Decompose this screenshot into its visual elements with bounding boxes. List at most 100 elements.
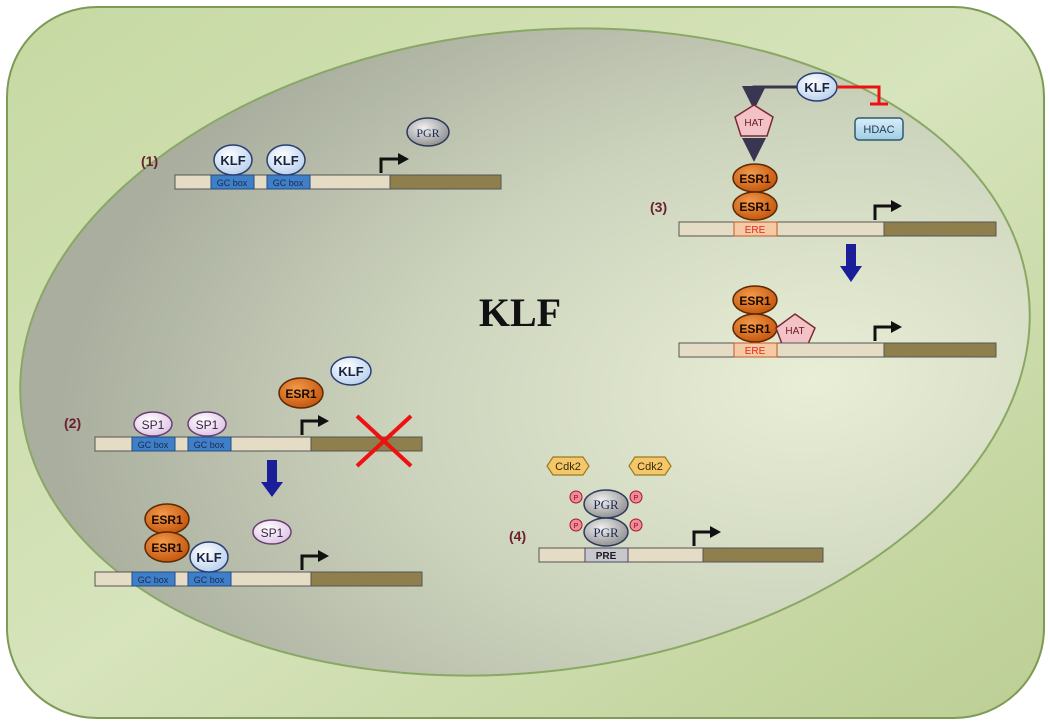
- arrowhead: [891, 200, 902, 212]
- arrowhead: [318, 550, 329, 562]
- dna-promoter: [678, 221, 885, 237]
- phosphate-icon: [629, 490, 643, 504]
- dna-gene: [310, 436, 423, 452]
- panel-2: (2) GC box GC box SP1 SP1 ESR1 KLF GC bo…: [64, 356, 423, 587]
- sp1-label: SP1: [142, 418, 165, 432]
- klf-label: KLF: [804, 80, 829, 95]
- dna-gene: [389, 174, 502, 190]
- dna-gene: [883, 221, 997, 237]
- esr1-label: ESR1: [739, 322, 771, 336]
- klf-protein: [189, 541, 229, 573]
- gc-box-label: GC box: [138, 440, 169, 450]
- sp1-label: SP1: [261, 526, 284, 540]
- arrowhead: [891, 321, 902, 333]
- gc-box: [131, 436, 176, 452]
- pre-label: PRE: [596, 551, 617, 562]
- panel-1-label: (1): [141, 153, 158, 169]
- panel-4: (4) Cdk2 Cdk2 PGR PGR P P P P PRE: [509, 456, 824, 563]
- pgr-label: PGR: [593, 497, 619, 512]
- hat-label: HAT: [785, 326, 804, 337]
- gc-box-label: GC box: [194, 575, 225, 585]
- ere-element: [733, 221, 778, 237]
- klf-label: KLF: [273, 153, 298, 168]
- gc-box-label: GC box: [217, 178, 248, 188]
- ere-element: [733, 342, 778, 358]
- inhibition-cross-icon: [355, 414, 413, 468]
- esr1-label: ESR1: [285, 387, 317, 401]
- transcription-start-arrow: [873, 204, 893, 220]
- pgr-label: PGR: [593, 525, 619, 540]
- panel-4-label: (4): [509, 528, 526, 544]
- panel-1: (1) GC box GC box KLF KLF PGR: [141, 117, 502, 190]
- esr1-label: ESR1: [151, 513, 183, 527]
- phosphate-label: P: [634, 495, 639, 502]
- esr1-protein: [144, 531, 190, 563]
- dna-gene: [310, 571, 423, 587]
- panel-2-label: (2): [64, 415, 81, 431]
- klf-label: KLF: [220, 153, 245, 168]
- hat-protein: [734, 104, 774, 137]
- phosphate-label: P: [574, 523, 579, 530]
- down-arrow-icon: [261, 482, 283, 497]
- klf-label: KLF: [338, 364, 363, 379]
- transcription-start-arrow: [692, 530, 712, 546]
- dna-gene: [702, 547, 824, 563]
- dna-gene: [883, 342, 997, 358]
- gc-box: [131, 571, 176, 587]
- hat-label: HAT: [744, 118, 763, 129]
- pgr-label: PGR: [416, 126, 439, 140]
- arrowhead: [318, 415, 329, 427]
- pgr-protein: [583, 517, 629, 547]
- gc-box-label: GC box: [138, 575, 169, 585]
- sp1-protein: [252, 519, 292, 545]
- sp1-label: SP1: [196, 418, 219, 432]
- transcription-start-arrow: [379, 157, 400, 173]
- sp1-protein: [133, 411, 173, 437]
- cdk2-label: Cdk2: [555, 461, 581, 473]
- klf-protein: [266, 144, 306, 176]
- diagram-title: KLF: [479, 290, 561, 335]
- pgr-protein: [406, 117, 450, 147]
- cdk2-protein: [546, 456, 590, 476]
- down-arrow-icon: [846, 244, 856, 268]
- transcription-start-arrow: [300, 554, 320, 570]
- phosphate-icon: [569, 518, 583, 532]
- phosphate-icon: [629, 518, 643, 532]
- esr1-protein: [732, 191, 778, 221]
- hdac-protein: [854, 117, 904, 141]
- ere-label: ERE: [745, 225, 766, 236]
- pre-element: [584, 547, 629, 563]
- klf-protein: [213, 144, 253, 176]
- panel-3-label: (3): [650, 199, 667, 215]
- esr1-label: ESR1: [739, 294, 771, 308]
- down-arrow-icon: [840, 266, 862, 282]
- phosphate-icon: [569, 490, 583, 504]
- panel-3: (3) KLF HAT HDAC ESR1 ESR1 ERE ESR1 ESR1…: [650, 72, 997, 358]
- arrowhead: [398, 153, 409, 165]
- klf-protein: [330, 356, 372, 386]
- esr1-label: ESR1: [739, 172, 771, 186]
- ere-label: ERE: [745, 346, 766, 357]
- esr1-label: ESR1: [151, 541, 183, 555]
- klf-label: KLF: [196, 550, 221, 565]
- hdac-label: HDAC: [863, 124, 894, 136]
- sp1-protein: [187, 411, 227, 437]
- down-arrow-icon: [267, 460, 277, 484]
- cdk2-label: Cdk2: [637, 461, 663, 473]
- dna-promoter: [678, 342, 885, 358]
- inhibition-line: [837, 85, 881, 104]
- gc-box: [187, 436, 232, 452]
- gc-box-label: GC box: [194, 440, 225, 450]
- transcription-start-arrow: [300, 419, 320, 435]
- phosphate-label: P: [574, 495, 579, 502]
- activation-arrow: [742, 85, 797, 110]
- esr1-protein: [278, 377, 324, 409]
- transcription-start-arrow: [873, 325, 893, 341]
- arrowhead: [710, 526, 721, 538]
- esr1-label: ESR1: [739, 200, 771, 214]
- cdk2-protein: [628, 456, 672, 476]
- phosphate-label: P: [634, 523, 639, 530]
- gc-box-label: GC box: [273, 178, 304, 188]
